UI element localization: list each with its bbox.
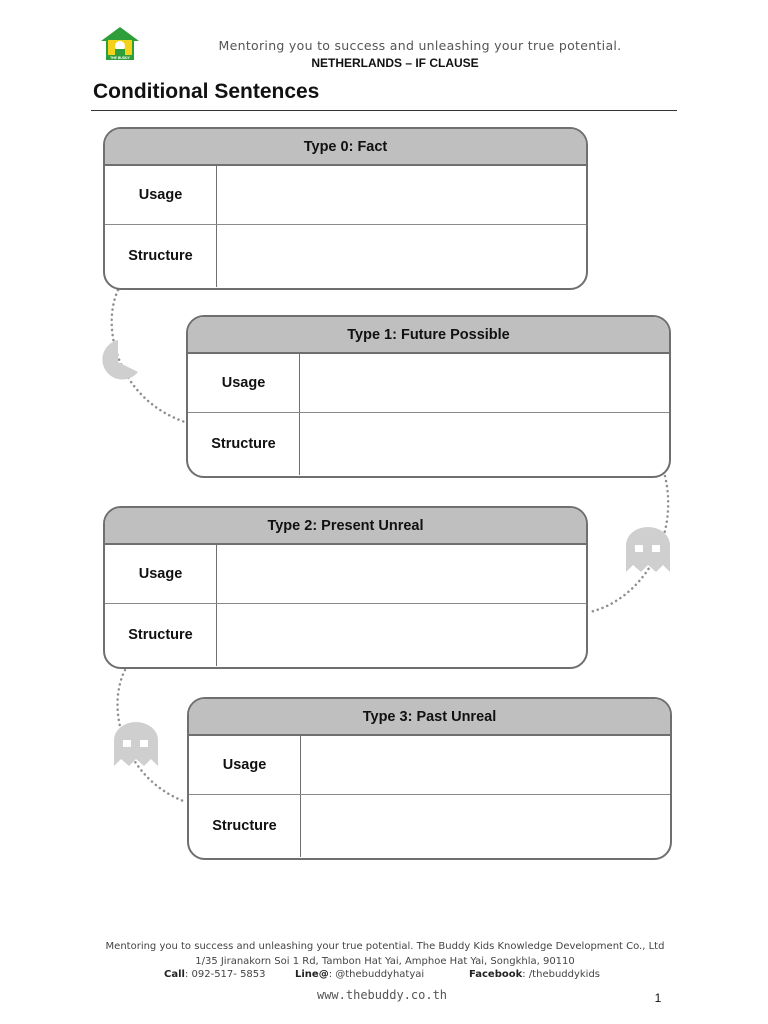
type-3-usage-answer-cell[interactable] [301, 736, 670, 794]
type-2-table: Type 2: Present Unreal Usage Structure [103, 506, 588, 669]
footer-website-link[interactable]: www.thebuddy.co.th [316, 988, 448, 1002]
page-number: 1 [654, 991, 662, 1005]
type-3-structure-row: Structure [189, 795, 670, 857]
facebook-value: : /thebuddykids [522, 969, 601, 980]
type-0-structure-row: Structure [105, 225, 586, 287]
call-value: : 092-517- 5853 [184, 969, 266, 980]
header-tagline: Mentoring you to success and unleashing … [218, 38, 622, 53]
type-2-usage-label: Usage [105, 545, 217, 603]
type-0-structure-label: Structure [105, 225, 217, 287]
line-value: : @thebuddyhatyai [328, 969, 425, 980]
footer-address-line: 1/35 Jiranakorn Soi 1 Rd, Tambon Hat Yai… [195, 956, 575, 967]
type-2-structure-row: Structure [105, 604, 586, 666]
footer-call: Call: 092-517- 5853 [164, 969, 266, 980]
type-3-usage-label: Usage [189, 736, 301, 794]
footer-line-at: Line@: @thebuddyhatyai [295, 969, 424, 980]
type-0-usage-label: Usage [105, 166, 217, 224]
connector-dots-0-1 [110, 288, 187, 424]
type-3-table: Type 3: Past Unreal Usage Structure [187, 697, 672, 860]
type-3-usage-row: Usage [189, 736, 670, 795]
type-1-usage-row: Usage [188, 354, 669, 413]
type-1-structure-label: Structure [188, 413, 300, 475]
page-title: Conditional Sentences [93, 80, 320, 103]
type-2-heading: Type 2: Present Unreal [105, 508, 586, 545]
type-1-usage-label: Usage [188, 354, 300, 412]
title-divider [91, 110, 677, 111]
type-1-table: Type 1: Future Possible Usage Structure [186, 315, 671, 478]
type-2-usage-answer-cell[interactable] [217, 545, 586, 603]
type-0-table: Type 0: Fact Usage Structure [103, 127, 588, 290]
type-2-structure-answer-cell[interactable] [217, 604, 586, 666]
ghost-icon [626, 527, 670, 572]
type-0-heading: Type 0: Fact [105, 129, 586, 166]
type-2-usage-row: Usage [105, 545, 586, 604]
type-2-structure-label: Structure [105, 604, 217, 666]
type-1-heading: Type 1: Future Possible [188, 317, 669, 354]
footer-company-line: Mentoring you to success and unleashing … [105, 941, 665, 952]
line-label: Line@ [295, 969, 329, 980]
call-label: Call [164, 969, 185, 980]
type-1-usage-answer-cell[interactable] [300, 354, 669, 412]
type-0-usage-answer-cell[interactable] [217, 166, 586, 224]
type-0-usage-row: Usage [105, 166, 586, 225]
type-3-structure-answer-cell[interactable] [301, 795, 670, 857]
logo-text: THE BUDDY [110, 56, 131, 60]
the-buddy-logo: THE BUDDY [101, 27, 139, 60]
facebook-label: Facebook [469, 969, 523, 980]
type-3-heading: Type 3: Past Unreal [189, 699, 670, 736]
footer-facebook: Facebook: /thebuddykids [469, 969, 600, 980]
header-subtitle: NETHERLANDS – IF CLAUSE [311, 56, 479, 70]
type-3-structure-label: Structure [189, 795, 301, 857]
type-1-structure-row: Structure [188, 413, 669, 475]
type-0-structure-answer-cell[interactable] [217, 225, 586, 287]
connector-dots-2-3 [116, 668, 188, 804]
type-1-structure-answer-cell[interactable] [300, 413, 669, 475]
pacman-icon [102, 340, 138, 380]
ghost-icon [114, 722, 158, 766]
